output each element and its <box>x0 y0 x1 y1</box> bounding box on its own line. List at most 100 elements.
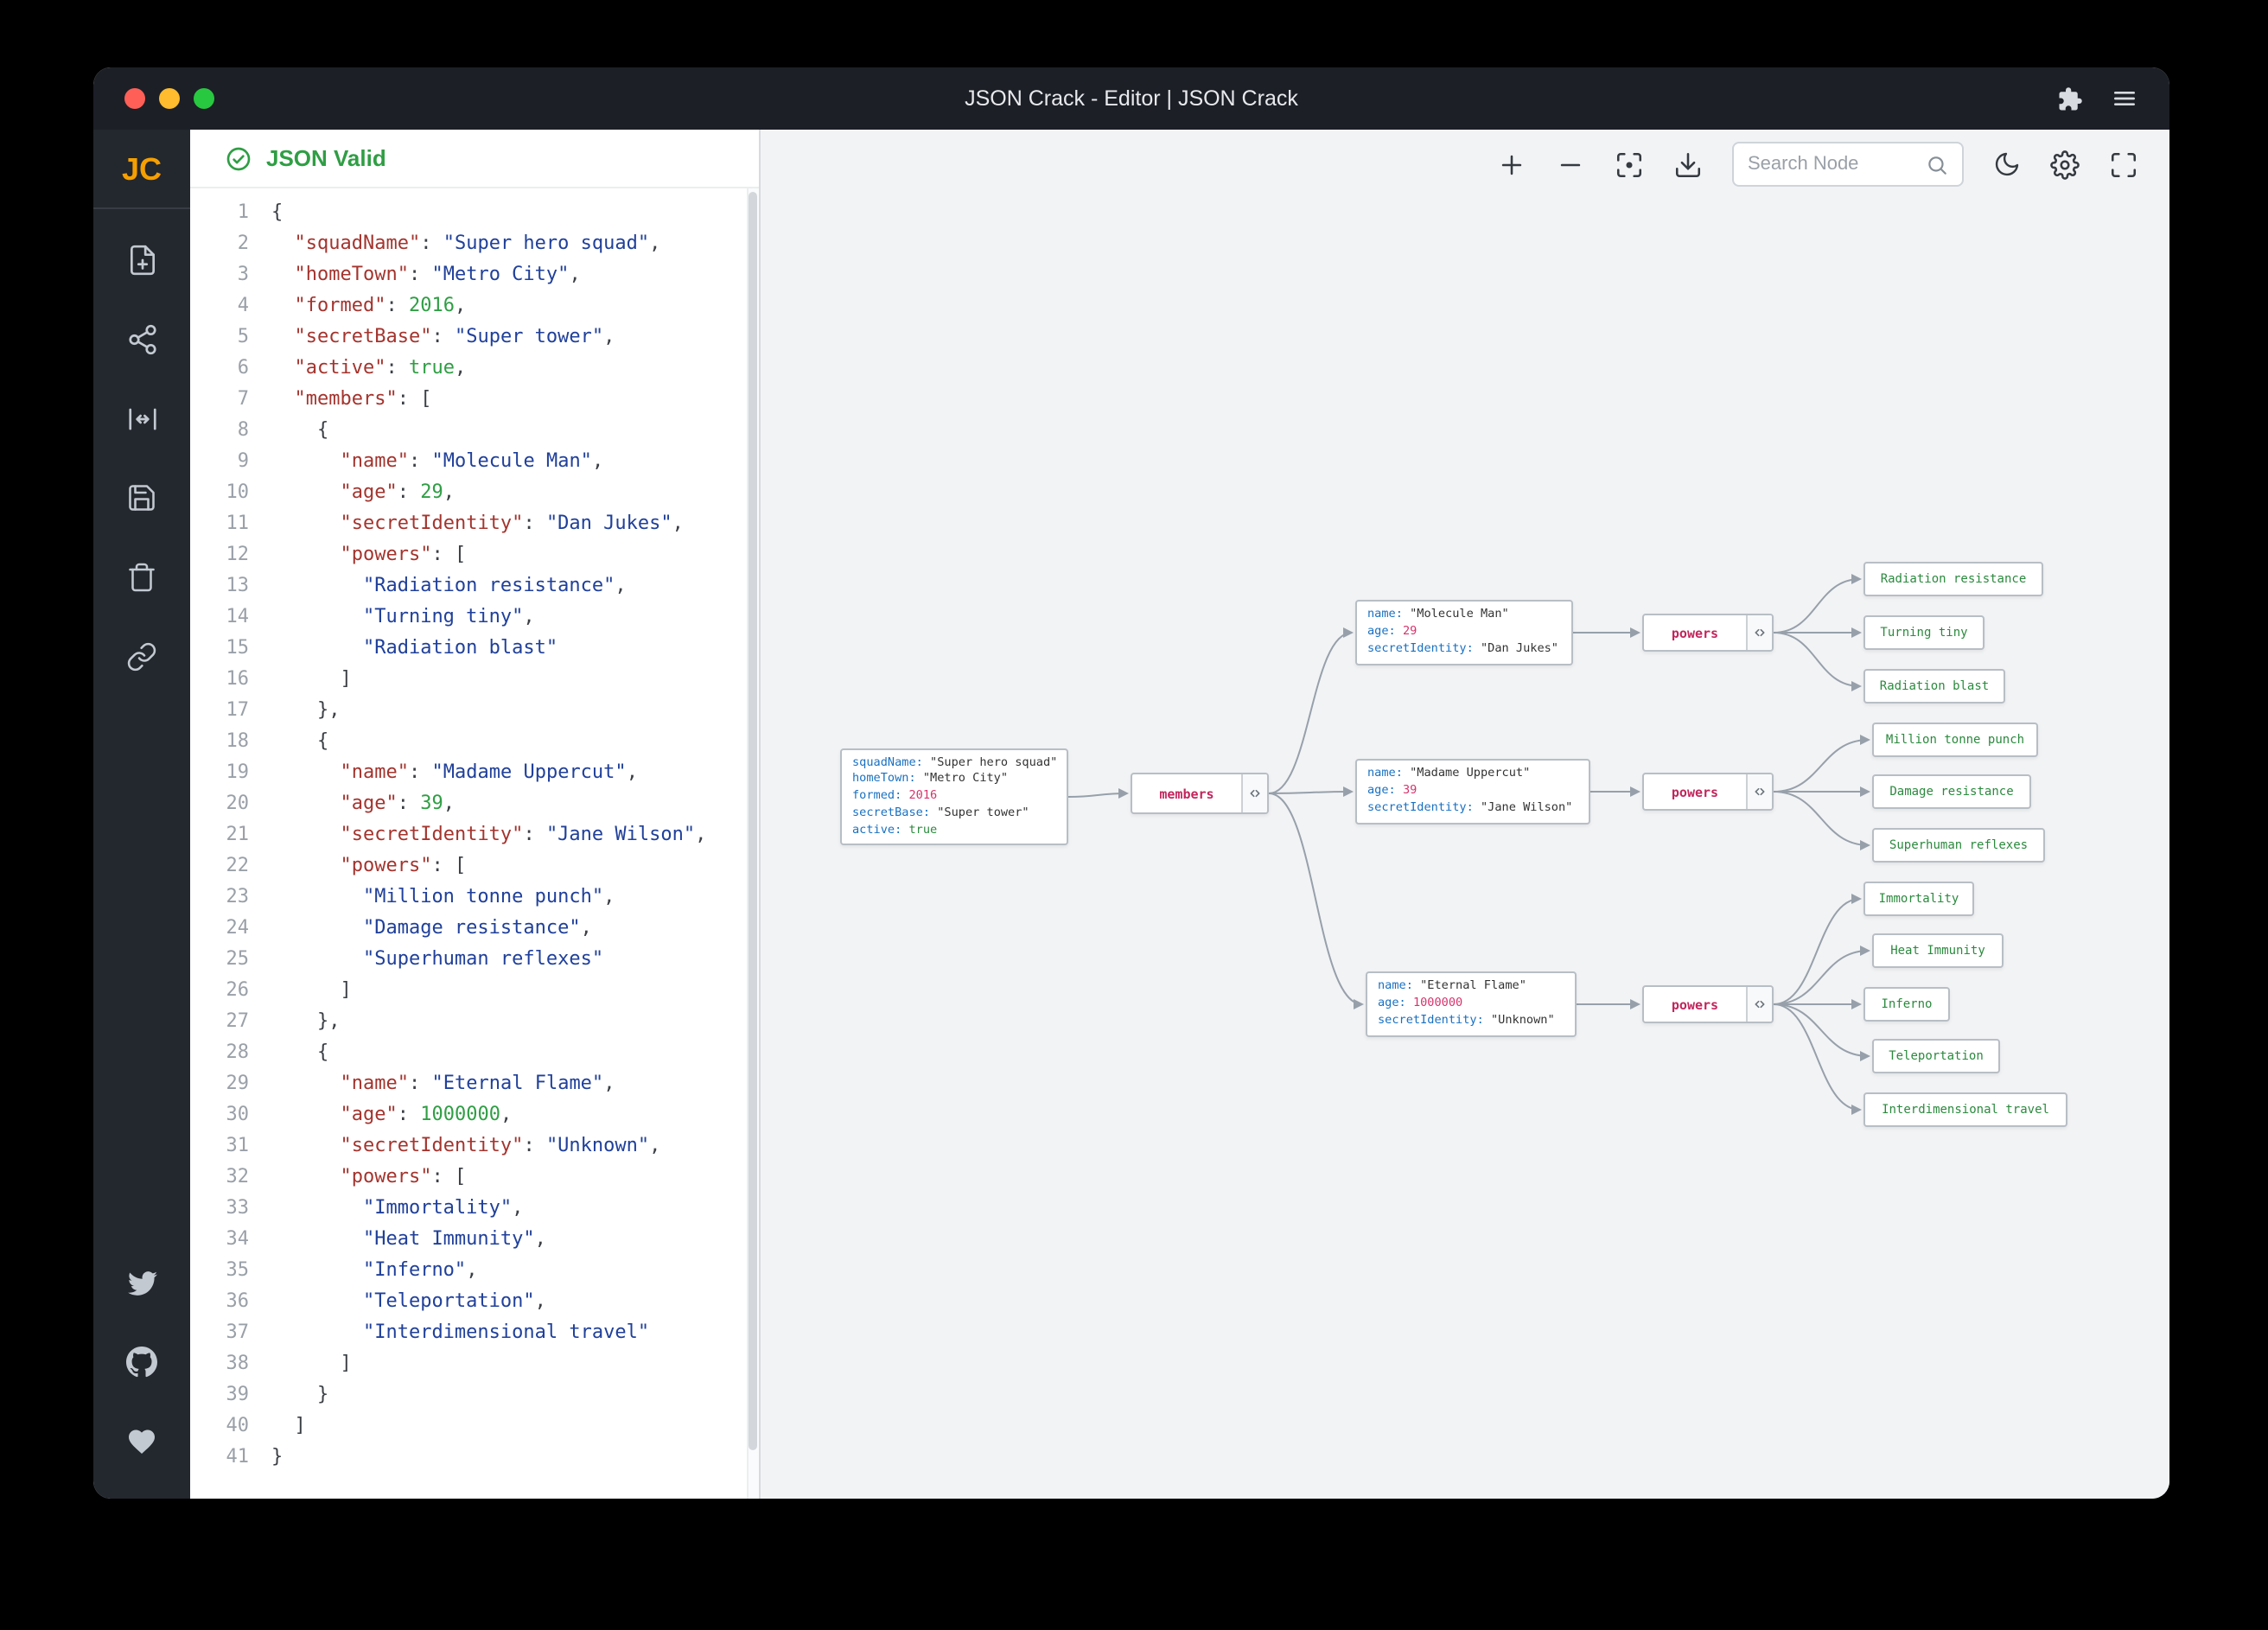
code-line-3[interactable]: 3 "homeTown": "Metro City", <box>190 259 759 290</box>
code-line-24[interactable]: 24 "Damage resistance", <box>190 913 759 944</box>
code-line-41[interactable]: 41} <box>190 1442 759 1473</box>
code-line-33[interactable]: 33 "Immortality", <box>190 1193 759 1224</box>
code-line-40[interactable]: 40 ] <box>190 1410 759 1442</box>
code-line-20[interactable]: 20 "age": 39, <box>190 788 759 819</box>
github-button[interactable] <box>93 1322 190 1402</box>
download-image-button[interactable] <box>1673 150 1703 179</box>
code-line-27[interactable]: 27 }, <box>190 1006 759 1037</box>
code-line-31[interactable]: 31 "secretIdentity": "Unknown", <box>190 1130 759 1162</box>
code-line-35[interactable]: 35 "Inferno", <box>190 1255 759 1286</box>
close-button[interactable] <box>124 88 145 109</box>
graph-node-l8[interactable]: Heat Immunity <box>1872 933 2004 968</box>
save-button[interactable] <box>93 458 190 538</box>
collapse-toggle[interactable] <box>1746 615 1772 650</box>
code-line-14[interactable]: 14 "Turning tiny", <box>190 602 759 633</box>
graph-node-l10[interactable]: Teleportation <box>1872 1039 2000 1073</box>
editor-scrollbar[interactable] <box>747 188 759 1499</box>
collapse-toggle[interactable] <box>1746 774 1772 809</box>
graph-panel[interactable]: squadName: "Super hero squad"homeTown: "… <box>761 130 2169 1499</box>
graph-view-button[interactable] <box>93 299 190 379</box>
code-line-18[interactable]: 18 { <box>190 726 759 757</box>
code-line-16[interactable]: 16 ] <box>190 664 759 695</box>
fullscreen-button[interactable] <box>2109 150 2138 179</box>
code-line-21[interactable]: 21 "secretIdentity": "Jane Wilson", <box>190 819 759 850</box>
code-line-10[interactable]: 10 "age": 29, <box>190 477 759 508</box>
sponsor-button[interactable] <box>93 1402 190 1481</box>
app-logo[interactable]: JC <box>93 130 190 209</box>
node-row: secretIdentity: "Dan Jukes" <box>1367 640 1558 655</box>
graph-node-l3[interactable]: Radiation blast <box>1863 669 2005 704</box>
minimize-button[interactable] <box>159 88 180 109</box>
focus-view-button[interactable] <box>1615 150 1644 179</box>
code-editor[interactable]: 1{2 "squadName": "Super hero squad",3 "h… <box>190 188 759 1499</box>
code-line-15[interactable]: 15 "Radiation blast" <box>190 633 759 664</box>
search-input[interactable] <box>1748 154 1915 175</box>
collapse-toggle[interactable] <box>1746 987 1772 1022</box>
code-line-23[interactable]: 23 "Million tonne punch", <box>190 882 759 913</box>
scrollbar-thumb[interactable] <box>749 192 757 1450</box>
code-line-11[interactable]: 11 "secretIdentity": "Dan Jukes", <box>190 508 759 539</box>
graph-edge <box>1773 1003 1870 1061</box>
code-line-34[interactable]: 34 "Heat Immunity", <box>190 1224 759 1255</box>
theme-toggle-button[interactable] <box>1993 150 2021 178</box>
plus-icon <box>1501 154 1522 175</box>
share-link-button[interactable] <box>93 617 190 697</box>
graph-node-members[interactable]: members <box>1131 773 1269 814</box>
code-line-1[interactable]: 1{ <box>190 197 759 228</box>
code-line-4[interactable]: 4 "formed": 2016, <box>190 290 759 322</box>
maximize-button[interactable] <box>194 88 214 109</box>
graph-node-p3[interactable]: powers <box>1642 985 1774 1023</box>
code-line-36[interactable]: 36 "Teleportation", <box>190 1286 759 1317</box>
line-content: "secretIdentity": "Unknown", <box>340 1134 661 1156</box>
code-line-28[interactable]: 28 { <box>190 1037 759 1068</box>
code-line-30[interactable]: 30 "age": 1000000, <box>190 1099 759 1130</box>
code-line-32[interactable]: 32 "powers": [ <box>190 1162 759 1193</box>
graph-node-l5[interactable]: Damage resistance <box>1872 774 2031 809</box>
leaf-node-label: Damage resistance <box>1889 785 2014 799</box>
collapse-toggle[interactable] <box>1241 774 1267 812</box>
delete-button[interactable] <box>93 538 190 617</box>
code-line-5[interactable]: 5 "secretBase": "Super tower", <box>190 322 759 353</box>
twitter-button[interactable] <box>93 1243 190 1322</box>
zoom-in-button[interactable] <box>1497 150 1526 179</box>
graph-node-p1[interactable]: powers <box>1642 614 1774 652</box>
line-number: 5 <box>237 325 249 347</box>
node-row: squadName: "Super hero squad" <box>852 755 1058 769</box>
menu-button[interactable] <box>2111 85 2138 112</box>
code-line-19[interactable]: 19 "name": "Madame Uppercut", <box>190 757 759 788</box>
graph-node-root[interactable]: squadName: "Super hero squad"homeTown: "… <box>840 748 1068 845</box>
graph-node-l6[interactable]: Superhuman reflexes <box>1872 828 2045 863</box>
code-line-37[interactable]: 37 "Interdimensional travel" <box>190 1317 759 1348</box>
code-line-2[interactable]: 2 "squadName": "Super hero squad", <box>190 228 759 259</box>
extensions-button[interactable] <box>2057 86 2083 111</box>
fit-width-button[interactable] <box>93 379 190 458</box>
search-icon[interactable] <box>1926 153 1948 175</box>
code-line-13[interactable]: 13 "Radiation resistance", <box>190 570 759 602</box>
graph-node-p2[interactable]: powers <box>1642 773 1774 811</box>
code-line-9[interactable]: 9 "name": "Molecule Man", <box>190 446 759 477</box>
code-line-26[interactable]: 26 ] <box>190 975 759 1006</box>
graph-node-l9[interactable]: Inferno <box>1863 987 1950 1022</box>
code-line-7[interactable]: 7 "members": [ <box>190 384 759 415</box>
code-line-8[interactable]: 8 { <box>190 415 759 446</box>
graph-node-l11[interactable]: Interdimensional travel <box>1863 1092 2067 1127</box>
code-line-25[interactable]: 25 "Superhuman reflexes" <box>190 944 759 975</box>
settings-button[interactable] <box>2050 150 2080 179</box>
graph-node-l2[interactable]: Turning tiny <box>1863 615 1984 650</box>
zoom-out-button[interactable] <box>1556 150 1585 179</box>
code-line-22[interactable]: 22 "powers": [ <box>190 850 759 882</box>
code-line-39[interactable]: 39 } <box>190 1379 759 1410</box>
code-line-6[interactable]: 6 "active": true, <box>190 353 759 384</box>
code-line-17[interactable]: 17 }, <box>190 695 759 726</box>
graph-node-l7[interactable]: Immortality <box>1863 882 1974 916</box>
new-file-button[interactable] <box>93 220 190 299</box>
code-line-38[interactable]: 38 ] <box>190 1348 759 1379</box>
graph-node-l1[interactable]: Radiation resistance <box>1863 562 2043 596</box>
code-line-29[interactable]: 29 "name": "Eternal Flame", <box>190 1068 759 1099</box>
line-content: "powers": [ <box>340 1165 467 1187</box>
graph-node-l4[interactable]: Million tonne punch <box>1872 723 2038 757</box>
code-line-12[interactable]: 12 "powers": [ <box>190 539 759 570</box>
